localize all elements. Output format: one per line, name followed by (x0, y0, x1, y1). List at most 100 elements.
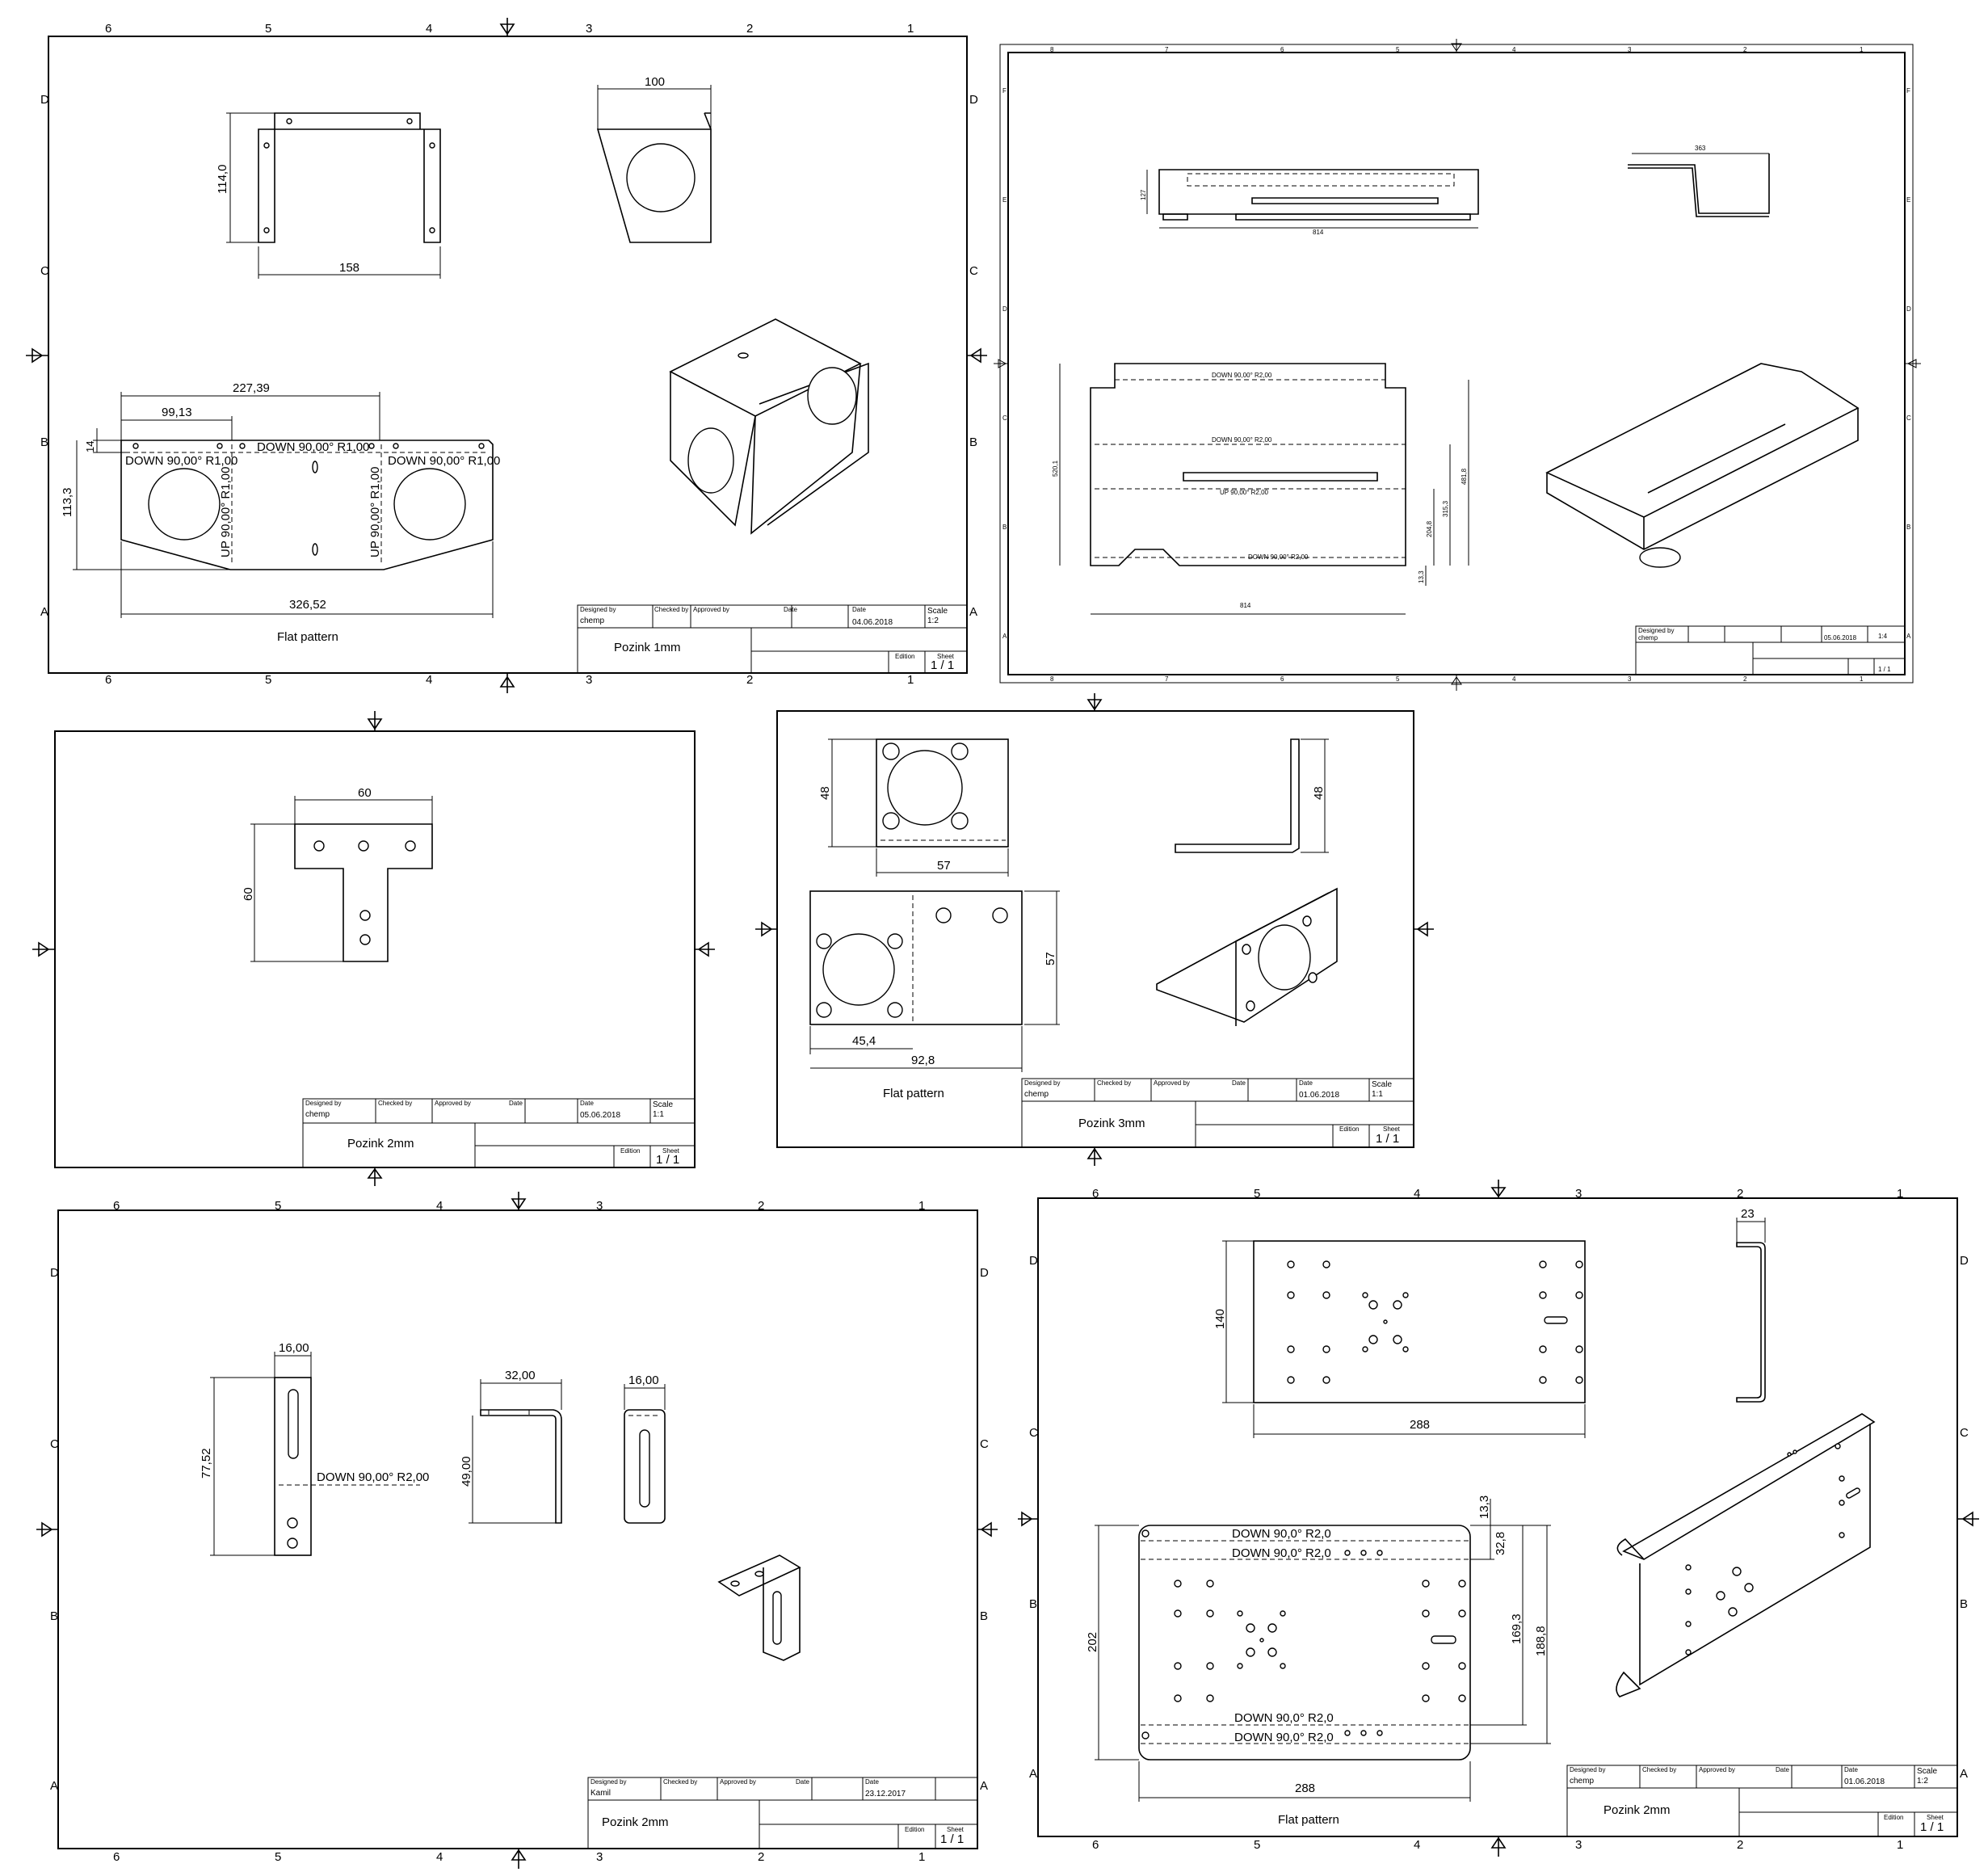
zone-letter: D (40, 93, 49, 107)
title-block: Designed by chemp Checked by Approved by… (1566, 1765, 1958, 1837)
channel-iso-holes (1685, 1443, 1860, 1655)
tb-designer: chemp (1638, 634, 1658, 642)
zone-letter: A (969, 605, 977, 619)
tb-label: Designed by (1024, 1079, 1060, 1087)
zone-number: 1 (1860, 675, 1864, 683)
zone-number: 6 (105, 673, 111, 687)
zone-number: 2 (1743, 46, 1747, 53)
dimension-label: 60 (358, 786, 372, 800)
zone-number: 1 (1897, 1187, 1903, 1201)
tb-label: Date (852, 606, 866, 613)
tb-label: Designed by (305, 1100, 341, 1107)
bend-note: DOWN 90,00° R1,00 (257, 440, 369, 454)
zone-letter: C (1960, 1426, 1969, 1440)
dimension-label: 77,52 (200, 1448, 213, 1479)
zone-number: 7 (1165, 46, 1169, 53)
dimension-label: 481,8 (1461, 468, 1468, 485)
zone-number: 1 (907, 22, 914, 36)
plate-flat-pattern (1138, 1525, 1471, 1761)
center-arrow-icon (511, 1192, 527, 1210)
tb-label: Edition (620, 1147, 640, 1155)
zone-letter: F (1002, 87, 1007, 95)
zone-letter: D (980, 1266, 989, 1280)
bend-note: DOWN 90,00° R2,00 (1212, 436, 1272, 444)
dimension-label: 814 (1240, 602, 1251, 609)
zone-number: 2 (758, 1850, 764, 1864)
dimension-label: 114,0 (216, 165, 229, 194)
zone-number: 5 (1254, 1187, 1260, 1201)
zone-number: 4 (1414, 1838, 1420, 1852)
bracket-front-view (258, 112, 441, 243)
dimension-label: 32,00 (505, 1369, 536, 1382)
zone-number: 6 (113, 1850, 120, 1864)
center-arrow-icon (967, 347, 987, 364)
title-block: Designed by chemp Checked by Approved by… (1021, 1078, 1414, 1148)
dimension-label: 204,8 (1426, 520, 1433, 537)
tb-label: Designed by (1570, 1766, 1605, 1773)
zone-letter: C (980, 1437, 989, 1451)
zone-number: 3 (1628, 46, 1632, 53)
sheet-6: 6 5 4 3 2 1 6 5 4 3 2 1 D C B A D C B A (1018, 1180, 1979, 1857)
flat-pattern-outline (120, 440, 494, 570)
zone-letter: B (1906, 524, 1910, 531)
zone-number: 4 (426, 673, 432, 687)
title-block: Designed by chemp 05.06.2018 1:4 1 / 1 (1635, 625, 1906, 675)
dimension-label: 23 (1741, 1207, 1755, 1221)
dimension-label: 14 (84, 441, 96, 452)
dimension-label: 814 (1313, 229, 1324, 236)
tb-part: Pozink 2mm (347, 1137, 414, 1151)
tb-label: Approved by (720, 1778, 756, 1786)
tb-part: Pozink 1mm (614, 641, 681, 654)
zone-letter: A (1002, 633, 1007, 640)
dimension-label: 57 (937, 859, 951, 873)
zone-number: 5 (265, 673, 271, 687)
flange-front-view (876, 738, 1009, 848)
sheet-2-zone-numbers: 8 7 6 5 4 3 2 1 8 7 6 5 4 3 2 1 F E D C … (1002, 46, 1911, 683)
dimension-label: 227,39 (233, 381, 270, 395)
tb-label: Date (1776, 1766, 1789, 1773)
zone-number: 1 (918, 1199, 925, 1213)
zone-number: 3 (1575, 1187, 1582, 1201)
tb-label: Checked by (378, 1100, 412, 1107)
plate-top-view (1253, 1240, 1586, 1403)
zone-number: 4 (1512, 675, 1516, 683)
flange-side-view (1175, 738, 1300, 853)
dimension-label: 100 (645, 75, 665, 89)
tb-sheet: 1 / 1 (656, 1153, 679, 1167)
tb-scale: 1:2 (927, 616, 939, 625)
dimension-label: 48 (818, 786, 832, 800)
zone-number: 4 (1512, 46, 1516, 53)
tb-designer: chemp (580, 616, 604, 625)
tb-date: 05.06.2018 (580, 1111, 620, 1120)
zone-number: 6 (1092, 1187, 1099, 1201)
zone-number: 5 (265, 22, 271, 36)
tb-sheet: 1 / 1 (1376, 1132, 1399, 1146)
tb-label: Edition (905, 1826, 924, 1833)
zone-letter: D (1960, 1254, 1969, 1268)
channel-profile (1736, 1242, 1766, 1403)
dimension-label: 13,3 (1418, 570, 1425, 583)
dimension-label: 32,8 (1494, 1532, 1507, 1555)
sheet-3-frame (54, 730, 696, 1168)
zone-number: 4 (426, 22, 432, 36)
tb-label: Date (865, 1778, 879, 1786)
center-arrow-icon (367, 711, 383, 731)
dimension-label: 16,00 (279, 1341, 309, 1355)
bend-note: DOWN 90,0° R2,0 (1232, 1527, 1331, 1541)
title-block: Designed by chemp Checked by Approved by… (302, 1098, 696, 1168)
dimension-label: 188,8 (1534, 1626, 1548, 1656)
bend-note: DOWN 90,0° R2,0 (1234, 1731, 1334, 1744)
zone-number: 2 (1743, 675, 1747, 683)
zone-letter: D (1002, 305, 1007, 313)
dimension-label: 57 (1044, 952, 1057, 965)
tb-label: Sheet (937, 653, 955, 660)
flange-flat-pattern (809, 890, 1023, 1025)
zone-number: 2 (1737, 1838, 1743, 1852)
dimension-label: 169,3 (1510, 1613, 1524, 1644)
zone-number: 6 (1280, 675, 1284, 683)
dimension-label: 520,1 (1052, 460, 1059, 477)
sheet-1-zone-numbers: 6 5 4 3 2 1 6 5 4 3 2 1 D C B A D C B A (40, 22, 978, 687)
zone-number: 2 (746, 22, 753, 36)
tray-iso-view (1545, 363, 1860, 518)
tb-label: Checked by (654, 606, 688, 613)
